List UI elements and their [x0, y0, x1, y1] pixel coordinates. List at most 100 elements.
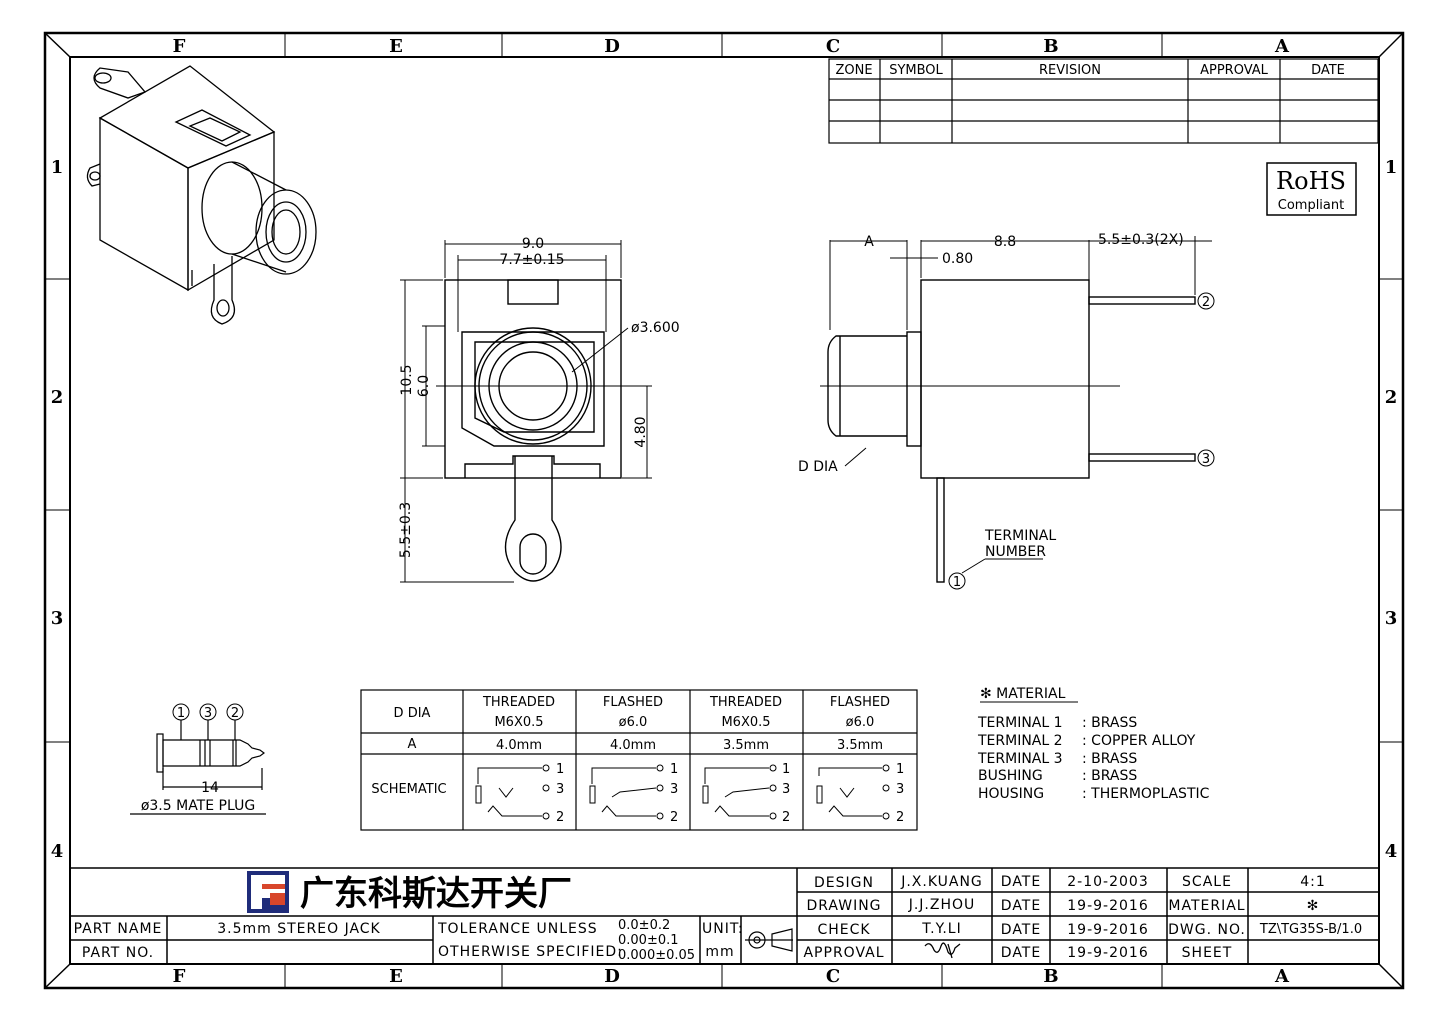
tolerance-line1: TOLERANCE UNLESS	[437, 921, 598, 937]
row-header-a: A	[408, 737, 417, 752]
rev-header-revision: REVISION	[1039, 63, 1101, 78]
material-value-2: : COPPER ALLOY	[1082, 733, 1196, 749]
row-header-d-dia: D DIA	[394, 706, 431, 721]
pin-2-number: 2	[1202, 295, 1210, 310]
col4-pin-3: 3	[896, 782, 904, 797]
date-value-3: 19-9-2016	[1067, 922, 1148, 938]
side-view-dimensions	[820, 236, 1212, 467]
part-no-label: PART NO.	[82, 945, 154, 961]
zone-col-d-bottom: D	[604, 966, 620, 987]
col3-type: THREADED	[709, 695, 782, 710]
col3-thread: M6X0.5	[721, 715, 770, 730]
col4-thread: ø6.0	[846, 715, 875, 730]
tolerance-value-1: 0.0±0.2	[618, 918, 670, 933]
unit-label: UNIT:	[702, 921, 744, 937]
check-label: CHECK	[817, 922, 870, 938]
material-part-5: HOUSING	[978, 786, 1044, 802]
zone-labels-bottom: F E D C B A	[173, 966, 1290, 987]
unit-value: mm	[705, 944, 734, 960]
front-view	[444, 279, 622, 582]
company-logo	[247, 871, 289, 913]
col3-pin-1: 1	[782, 762, 790, 777]
col4-type: FLASHED	[830, 695, 890, 710]
material-part-1: TERMINAL 1	[977, 715, 1063, 731]
zone-col-b-bottom: B	[1043, 966, 1058, 987]
zone-row-2-left: 2	[51, 387, 64, 408]
front-view-dimensions	[400, 240, 652, 583]
pin-2-marker	[1197, 292, 1215, 310]
terminal-label-line1: TERMINAL	[984, 528, 1056, 544]
zone-row-3-right: 3	[1385, 608, 1398, 629]
rev-header-date: DATE	[1311, 63, 1345, 78]
rev-header-zone: ZONE	[835, 63, 872, 78]
plug-length: 14	[201, 780, 219, 796]
date-value-2: 19-9-2016	[1067, 898, 1148, 914]
plug-caption: ø3.5 MATE PLUG	[141, 798, 255, 814]
zone-row-4-left: 4	[51, 841, 64, 862]
material-list: ✻ MATERIAL TERMINAL 1 : BRASS TERMINAL 2…	[977, 686, 1210, 802]
col2-thread: ø6.0	[619, 715, 648, 730]
plug-pin-3: 3	[204, 706, 212, 721]
dim-center: 6.0	[416, 375, 432, 397]
pin-3-marker	[1197, 449, 1215, 467]
front-view-labels: 9.0 7.7±0.15 ø3.600 10.5 6.0 4.80 5.5±0.…	[398, 236, 680, 558]
col2-pin-3: 3	[670, 782, 678, 797]
zone-row-2-right: 2	[1385, 387, 1398, 408]
check-value: T.Y.LI	[921, 921, 961, 937]
rev-header-symbol: SYMBOL	[889, 63, 943, 78]
zone-col-c-top: C	[826, 36, 840, 57]
dim-flange: 0.80	[942, 251, 973, 267]
d-dia-label: D DIA	[798, 459, 838, 475]
zone-col-f-top: F	[173, 36, 186, 57]
material-label: MATERIAL	[1168, 898, 1245, 914]
material-title: ✻ MATERIAL	[980, 686, 1066, 702]
tolerance-line2: OTHERWISE SPECIFIED:	[438, 944, 623, 960]
zone-col-c-bottom: C	[826, 966, 840, 987]
zone-row-3-left: 3	[51, 608, 64, 629]
mate-plug-labels: 1 3 2 14 ø3.5 MATE PLUG	[141, 703, 255, 814]
col4-a: 3.5mm	[837, 738, 883, 753]
material-part-3: TERMINAL 3	[977, 751, 1063, 767]
scale-value: 4:1	[1300, 874, 1326, 890]
material-value: ✻	[1307, 898, 1320, 914]
drawing-value: J.J.ZHOU	[908, 897, 976, 913]
pin-1-number: 1	[953, 575, 961, 590]
date-label-4: DATE	[1001, 945, 1041, 961]
zone-col-f-bottom: F	[173, 966, 186, 987]
dim-a: A	[864, 234, 874, 250]
material-part-4: BUSHING	[978, 768, 1043, 784]
material-value-5: : THERMOPLASTIC	[1082, 786, 1210, 802]
options-table: D DIA A SCHEMATIC THREADED M6X0.5 4.0mm …	[360, 689, 918, 831]
col1-pin-3: 3	[556, 782, 564, 797]
material-value-1: : BRASS	[1082, 715, 1137, 731]
col1-pin-2: 2	[556, 810, 564, 825]
rohs-subtitle: Compliant	[1278, 198, 1344, 213]
zone-row-4-right: 4	[1385, 841, 1398, 862]
col3-pin-2: 2	[782, 810, 790, 825]
dim-bore-diameter: ø3.600	[631, 320, 680, 336]
sheet-label: SHEET	[1182, 945, 1233, 961]
dwg-no-label: DWG. NO.	[1168, 922, 1246, 938]
plug-pin-1: 1	[177, 706, 185, 721]
date-value-4: 19-9-2016	[1067, 945, 1148, 961]
dim-offset: 4.80	[633, 416, 649, 447]
col1-a: 4.0mm	[496, 738, 542, 753]
scale-label: SCALE	[1182, 874, 1232, 890]
design-value: J.X.KUANG	[900, 874, 983, 890]
dim-height: 10.5	[399, 364, 415, 395]
col1-type: THREADED	[482, 695, 555, 710]
zone-row-1-right: 1	[1385, 157, 1398, 178]
col4-pin-2: 2	[896, 810, 904, 825]
date-value-1: 2-10-2003	[1067, 874, 1148, 890]
col4-pin-1: 1	[896, 762, 904, 777]
zone-col-e-top: E	[389, 36, 403, 57]
dim-width: 9.0	[522, 236, 544, 252]
tolerance-value-3: 0.000±0.05	[618, 948, 695, 963]
rohs-badge: RoHS Compliant	[1266, 162, 1357, 216]
zone-labels-top: F E D C B A	[173, 36, 1290, 57]
date-label-2: DATE	[1001, 898, 1041, 914]
rev-header-approval: APPROVAL	[1200, 63, 1269, 78]
company-name: 广东科斯达开关厂	[300, 874, 572, 914]
sheet-border	[43, 31, 1405, 990]
